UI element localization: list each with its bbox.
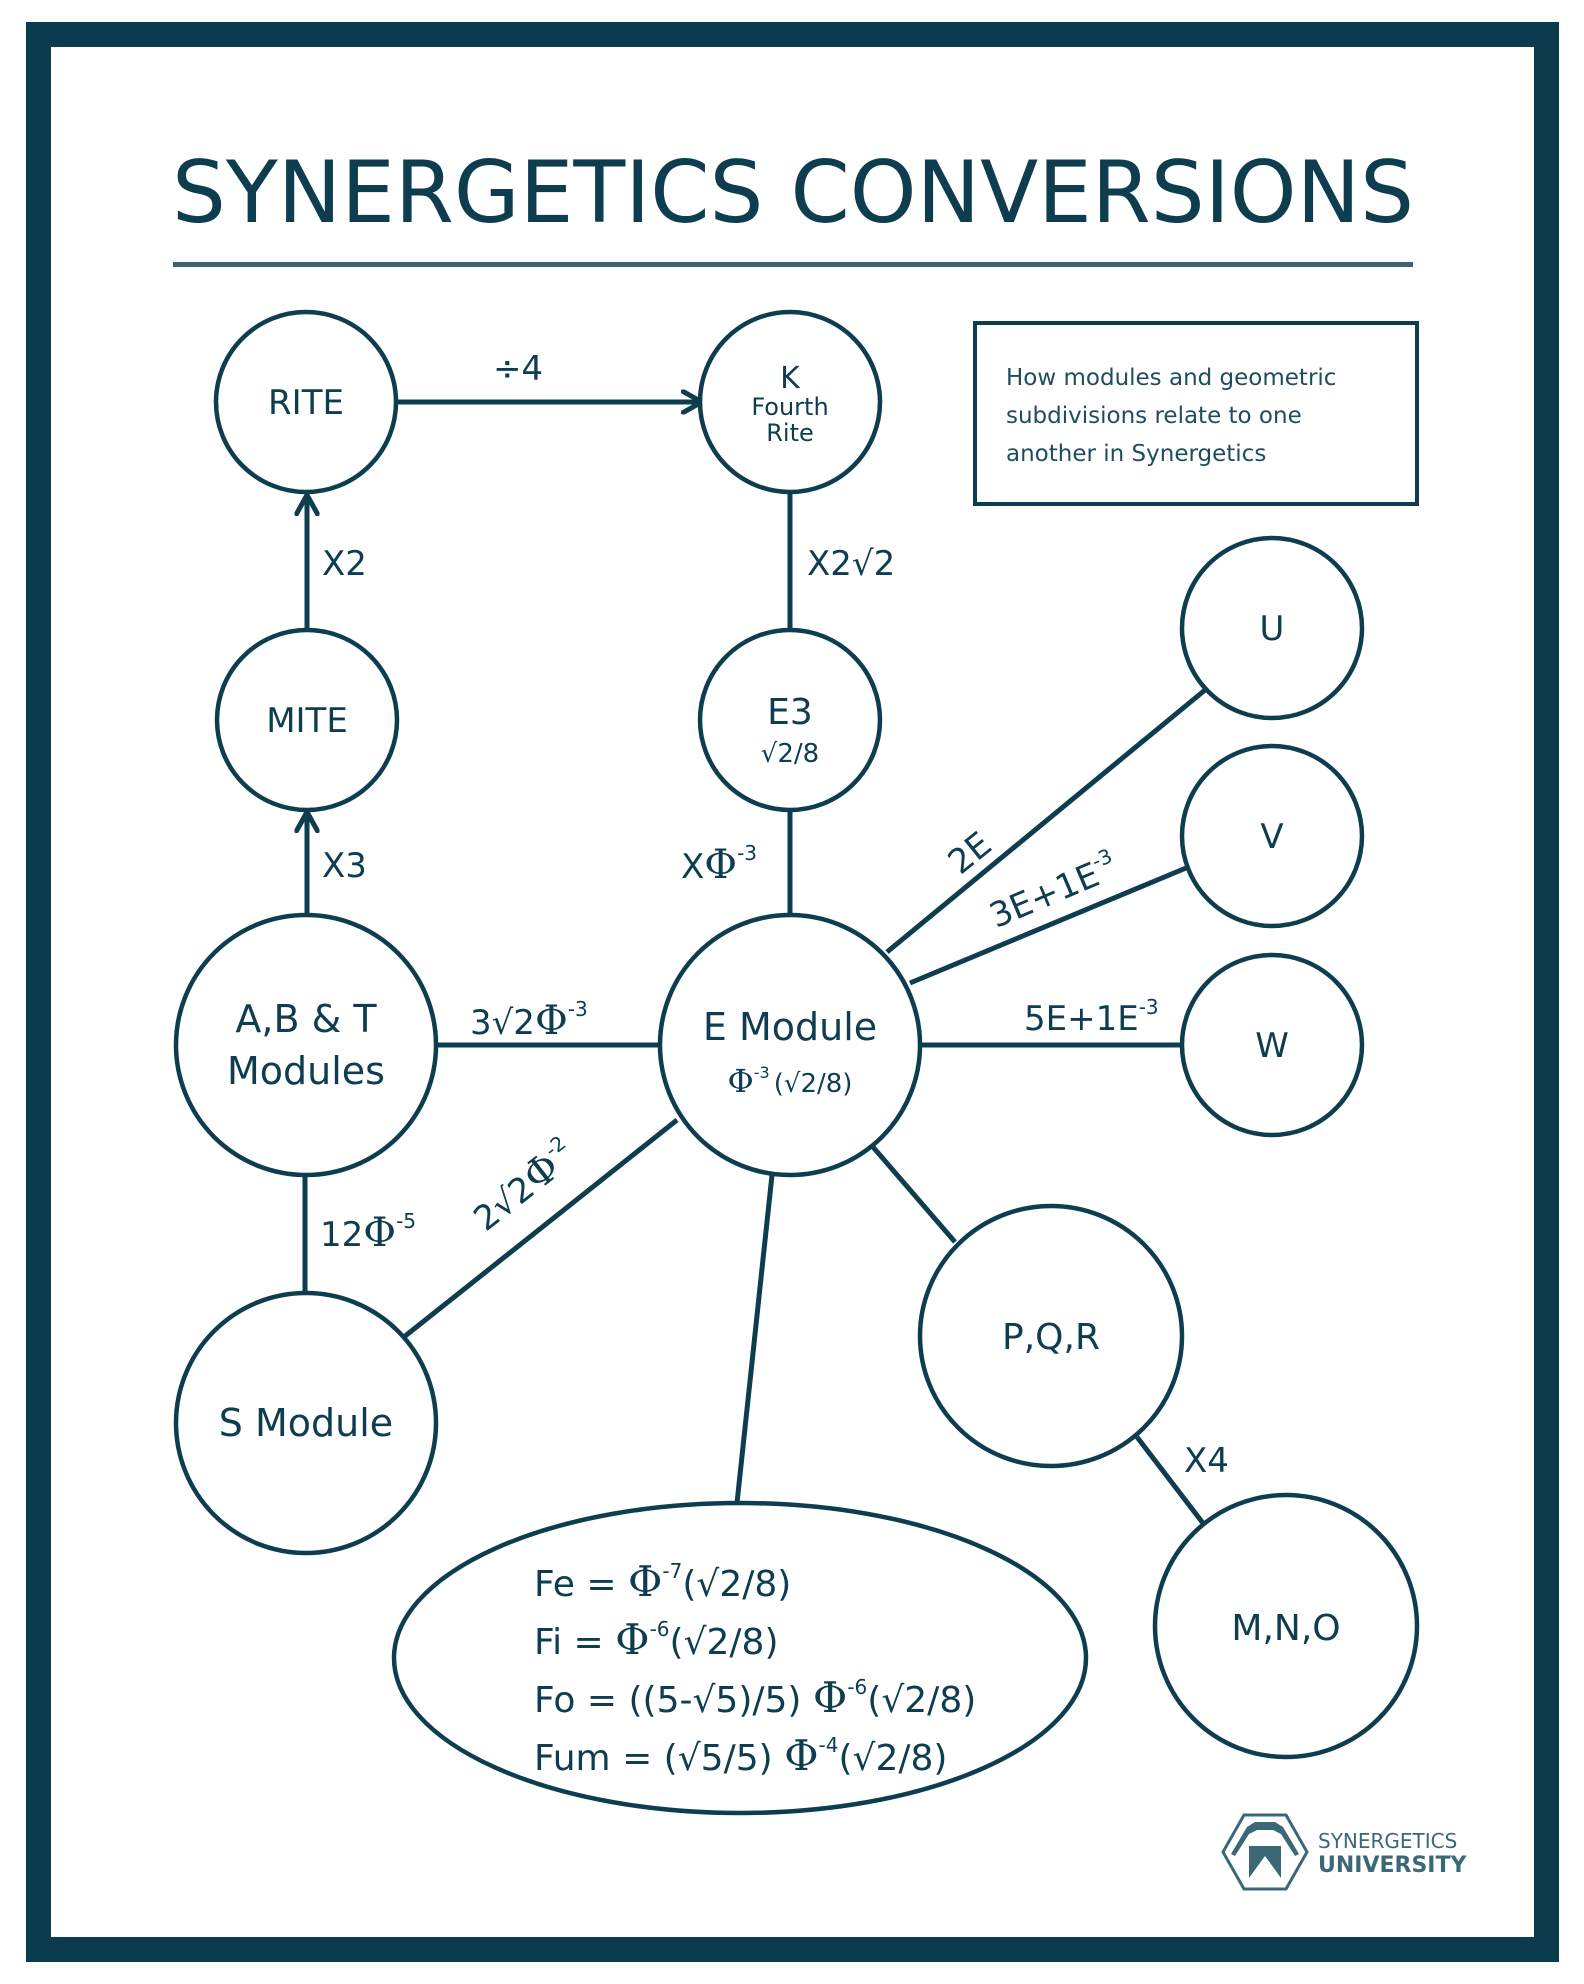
description-line-1: How modules and geometric <box>1006 365 1336 391</box>
exponent: -3 <box>568 997 588 1021</box>
phi-symbol: Φ <box>363 1210 396 1256</box>
node-u: U <box>1179 535 1365 721</box>
edge-label-rite-k: ÷4 <box>493 349 543 389</box>
exponent: -3 <box>737 841 757 865</box>
node-w: W <box>1179 952 1365 1138</box>
node-s-module: S Module <box>173 1290 439 1556</box>
exponent: -4 <box>819 1733 839 1757</box>
node-emodule-sub: Φ-3(√2/8) <box>728 1062 853 1100</box>
formula-text: (√2/8) <box>867 1680 976 1721</box>
node-abt-modules: A,B & T Modules <box>173 912 439 1178</box>
description-line-3: another in Synergetics <box>1006 441 1266 467</box>
page-title: SYNERGETICS CONVERSIONS <box>172 143 1414 243</box>
exponent: -6 <box>847 1675 867 1699</box>
edge-emodule-to-smodule <box>385 1118 679 1352</box>
formula-text: (√2/8) <box>682 1564 791 1605</box>
formula-text: Fi = <box>534 1622 615 1663</box>
phi-symbol: Φ <box>704 842 737 888</box>
edge-label-emodule-w: 5E+1E-3 <box>1024 995 1159 1039</box>
description-line-2: subdivisions relate to one <box>1006 403 1302 429</box>
node-e-module: E Module Φ-3(√2/8) <box>657 912 923 1178</box>
node-k-label: K <box>780 361 801 396</box>
node-pqr-label: P,Q,R <box>1002 1317 1100 1358</box>
label-prefix: X <box>681 847 704 887</box>
label-prefix: 3√2 <box>470 1003 535 1043</box>
phi-symbol: Φ <box>615 1615 649 1664</box>
formula-fum: Fum = (√5/5) Φ-4(√2/8) <box>534 1731 947 1780</box>
edge-label-emodule-smodule: 2√2Φ-2 <box>463 1131 585 1240</box>
node-mno: M,N,O <box>1152 1492 1420 1760</box>
node-smodule-label: S Module <box>219 1401 393 1445</box>
node-mno-label: M,N,O <box>1231 1608 1340 1649</box>
synergetics-university-logo: SYNERGETICS UNIVERSITY <box>1221 1813 1467 1891</box>
node-e3: E3 √2/8 <box>697 627 883 813</box>
hexagon-dome-icon <box>1221 1813 1309 1891</box>
formula-text: (√2/8) <box>838 1738 947 1779</box>
node-e3-sub: √2/8 <box>761 739 819 769</box>
logo-line1: SYNERGETICS <box>1318 1829 1457 1853</box>
formula-text: Fe = <box>534 1564 628 1605</box>
node-k-sub1: Fourth <box>751 393 828 421</box>
node-mite: MITE <box>214 627 400 813</box>
phi-symbol: Φ <box>813 1673 847 1722</box>
node-abt-line2: Modules <box>227 1049 385 1093</box>
edge-emodule-to-v <box>909 858 1210 986</box>
node-v: V <box>1179 743 1365 929</box>
formula-ellipse: Fe = Φ-7(√2/8) Fi = Φ-6(√2/8) Fo = ((5-√… <box>391 1500 1089 1816</box>
formula-text: Fum = (√5/5) <box>534 1738 784 1779</box>
title-underline <box>173 262 1413 267</box>
edge-label-mite-rite: X2 <box>322 544 367 584</box>
edge-emodule-to-u <box>885 676 1222 954</box>
formula-fo: Fo = ((5-√5)/5) Φ-6(√2/8) <box>534 1673 976 1722</box>
exponent: -3 <box>754 1063 770 1082</box>
formula-fe: Fe = Φ-7(√2/8) <box>534 1557 791 1606</box>
exponent: -3 <box>1139 995 1159 1019</box>
node-k: K Fourth Rite <box>697 309 883 495</box>
node-u-label: U <box>1260 609 1285 649</box>
node-emodule-sub-rest: (√2/8) <box>774 1069 853 1099</box>
edge-label-abt-mite: X3 <box>322 846 367 886</box>
edge-emodule-to-pqr <box>871 1145 957 1244</box>
node-mite-label: MITE <box>266 701 348 741</box>
node-abt-line1: A,B & T <box>235 997 377 1041</box>
exponent: -7 <box>662 1559 682 1583</box>
phi-symbol: Φ <box>628 1557 662 1606</box>
formula-text: (√2/8) <box>670 1622 779 1663</box>
node-w-label: W <box>1255 1026 1289 1066</box>
phi-symbol: Φ <box>728 1062 754 1100</box>
node-v-label: V <box>1260 817 1283 857</box>
label-prefix: 5E+1E <box>1024 999 1139 1039</box>
label-prefix: 12 <box>320 1215 363 1255</box>
exponent: -5 <box>396 1209 416 1233</box>
node-emodule-label: E Module <box>703 1005 877 1049</box>
node-k-sub2: Rite <box>766 419 814 447</box>
phi-symbol: Φ <box>784 1731 818 1780</box>
edge-emodule-to-formulas <box>734 1174 775 1504</box>
edge-label-abt-emodule: 3√2Φ-3 <box>470 997 588 1044</box>
exponent: -6 <box>650 1617 670 1641</box>
edge-label-k-e3: X2√2 <box>807 544 895 584</box>
edge-label-e3-emodule: XΦ-3 <box>681 841 757 888</box>
edge-label-emodule-u: 2E <box>941 824 1000 882</box>
node-rite: RITE <box>213 309 399 495</box>
edge-label-abt-smodule: 12Φ-5 <box>320 1209 416 1256</box>
edge-label-pqr-mno: X4 <box>1184 1441 1229 1481</box>
description-box: How modules and geometric subdivisions r… <box>973 321 1419 506</box>
node-pqr: P,Q,R <box>917 1203 1185 1469</box>
formula-fi: Fi = Φ-6(√2/8) <box>534 1615 779 1664</box>
logo-line2: UNIVERSITY <box>1318 1853 1467 1878</box>
formula-text: Fo = ((5-√5)/5) <box>534 1680 813 1721</box>
phi-symbol: Φ <box>535 998 568 1044</box>
node-e3-label: E3 <box>767 692 813 733</box>
node-rite-label: RITE <box>268 383 344 423</box>
